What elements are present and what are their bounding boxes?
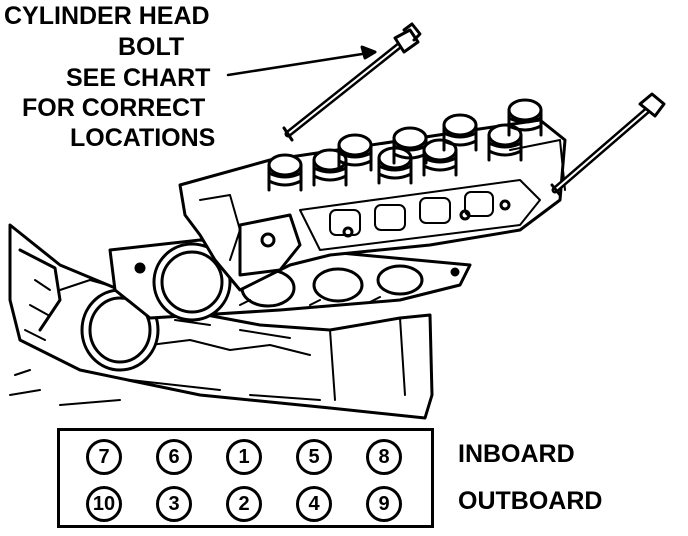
sequence-number: 3 <box>156 486 192 522</box>
head-bolt-right <box>550 92 666 197</box>
sequence-number: 1 <box>226 439 262 475</box>
sequence-number: 5 <box>296 439 332 475</box>
sequence-number: 7 <box>86 439 122 475</box>
sequence-number: 10 <box>86 486 122 522</box>
valve-springs <box>267 98 543 192</box>
callout-line-1: CYLINDER HEAD <box>4 2 210 30</box>
sequence-number: 9 <box>366 486 402 522</box>
row-label-outboard: OUTBOARD <box>458 487 603 515</box>
sequence-number: 8 <box>366 439 402 475</box>
callout-line-3: SEE CHART <box>66 64 211 92</box>
sequence-number: 4 <box>296 486 332 522</box>
leader-arrow <box>226 45 377 77</box>
sequence-number: 6 <box>156 439 192 475</box>
row-label-inboard: INBOARD <box>458 440 575 468</box>
callout-line-5: LOCATIONS <box>70 124 216 152</box>
callout-line-4: FOR CORRECT <box>22 94 206 122</box>
sequence-number: 2 <box>226 486 262 522</box>
torque-sequence-chart: 7 6 1 5 8 10 3 2 4 9 <box>57 428 434 528</box>
head-bolt-left <box>282 22 422 142</box>
callout-line-2: BOLT <box>118 33 185 61</box>
